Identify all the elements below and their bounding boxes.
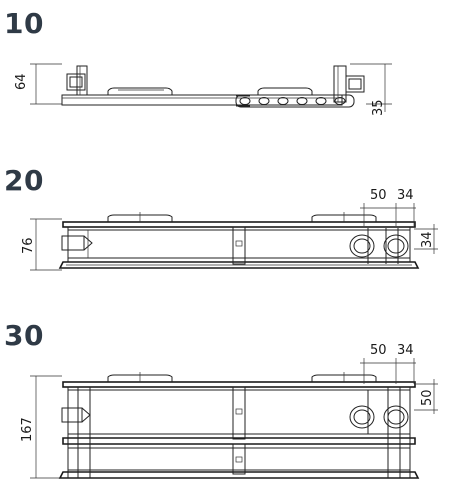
type-10-height-label: 64: [14, 73, 29, 90]
type-10-drawing: 64 35: [14, 63, 392, 116]
type-20-offset-b-label: 34: [397, 188, 414, 203]
type-20-height-label: 76: [21, 237, 36, 254]
type-30-offset-a-label: 50: [370, 343, 387, 358]
type-10-heading: 10: [4, 7, 44, 40]
type-20-offset-a-label: 50: [370, 188, 387, 203]
type-30-heading: 30: [4, 319, 44, 352]
type-30-offset-b-label: 34: [397, 343, 414, 358]
type-20-heading: 20: [4, 164, 44, 197]
type-10-convector-fins: [235, 87, 355, 108]
type-30-drawing: 167: [20, 343, 438, 479]
type-30-height-label: 167: [20, 417, 35, 442]
type-10-connector-label: 35: [371, 99, 386, 116]
type-20-drawing: 76 50 34: [21, 188, 438, 271]
type-20-connector-label: 34: [420, 231, 435, 248]
type-30-connector-label: 50: [420, 389, 435, 406]
